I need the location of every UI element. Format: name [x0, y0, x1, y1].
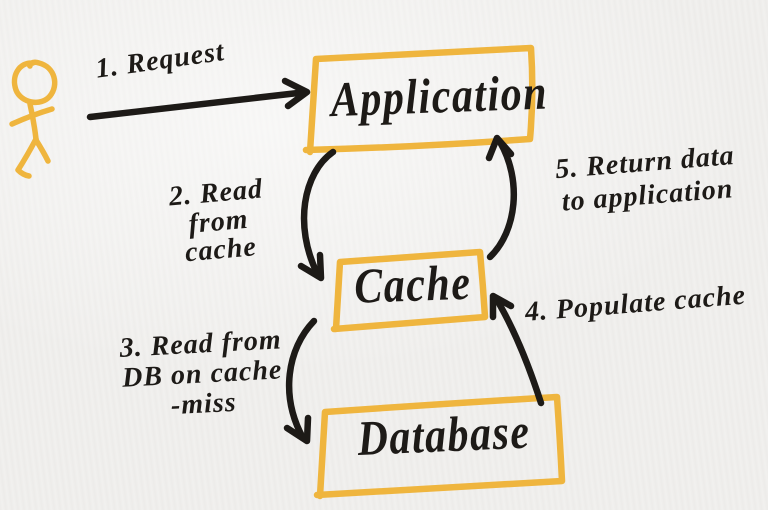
- request-arrow: [86, 77, 311, 121]
- user-left-leg: [15, 136, 39, 179]
- populate-cache-arrow-shaft: [493, 296, 545, 407]
- user-head: [11, 59, 58, 106]
- request-arrowhead: [281, 77, 311, 110]
- database-box: [313, 393, 566, 500]
- read-from-db-arrowhead: [283, 414, 312, 445]
- stick-figure-user-icon: [9, 59, 58, 179]
- user-body: [27, 101, 39, 142]
- application-label: Application: [329, 66, 549, 128]
- database-label: Database: [356, 405, 532, 467]
- read-from-db-arrow-label: 3. Read from DB on cache -miss: [118, 324, 284, 422]
- application-box: [302, 44, 536, 156]
- cache-label: Cache: [353, 256, 473, 315]
- read-from-cache-arrow-label: 2. Read from cache: [167, 173, 265, 269]
- read-from-db-arrow: [283, 317, 318, 445]
- user-arms: [9, 106, 55, 127]
- populate-cache-arrowhead: [489, 292, 515, 321]
- populate-cache-arrow: [489, 292, 545, 407]
- read-from-db-arrow-shaft: [285, 317, 318, 442]
- cache-box: [330, 248, 489, 333]
- user-right-leg: [33, 137, 51, 164]
- read-from-cache-arrowhead: [297, 251, 325, 282]
- return-data-arrowhead: [485, 134, 515, 162]
- return-data-arrow: [485, 134, 518, 261]
- read-from-cache-arrow-shaft: [300, 148, 337, 277]
- read-from-cache-arrow: [297, 148, 337, 282]
- return-data-arrow-shaft: [486, 138, 518, 261]
- request-arrow-shaft: [86, 89, 302, 121]
